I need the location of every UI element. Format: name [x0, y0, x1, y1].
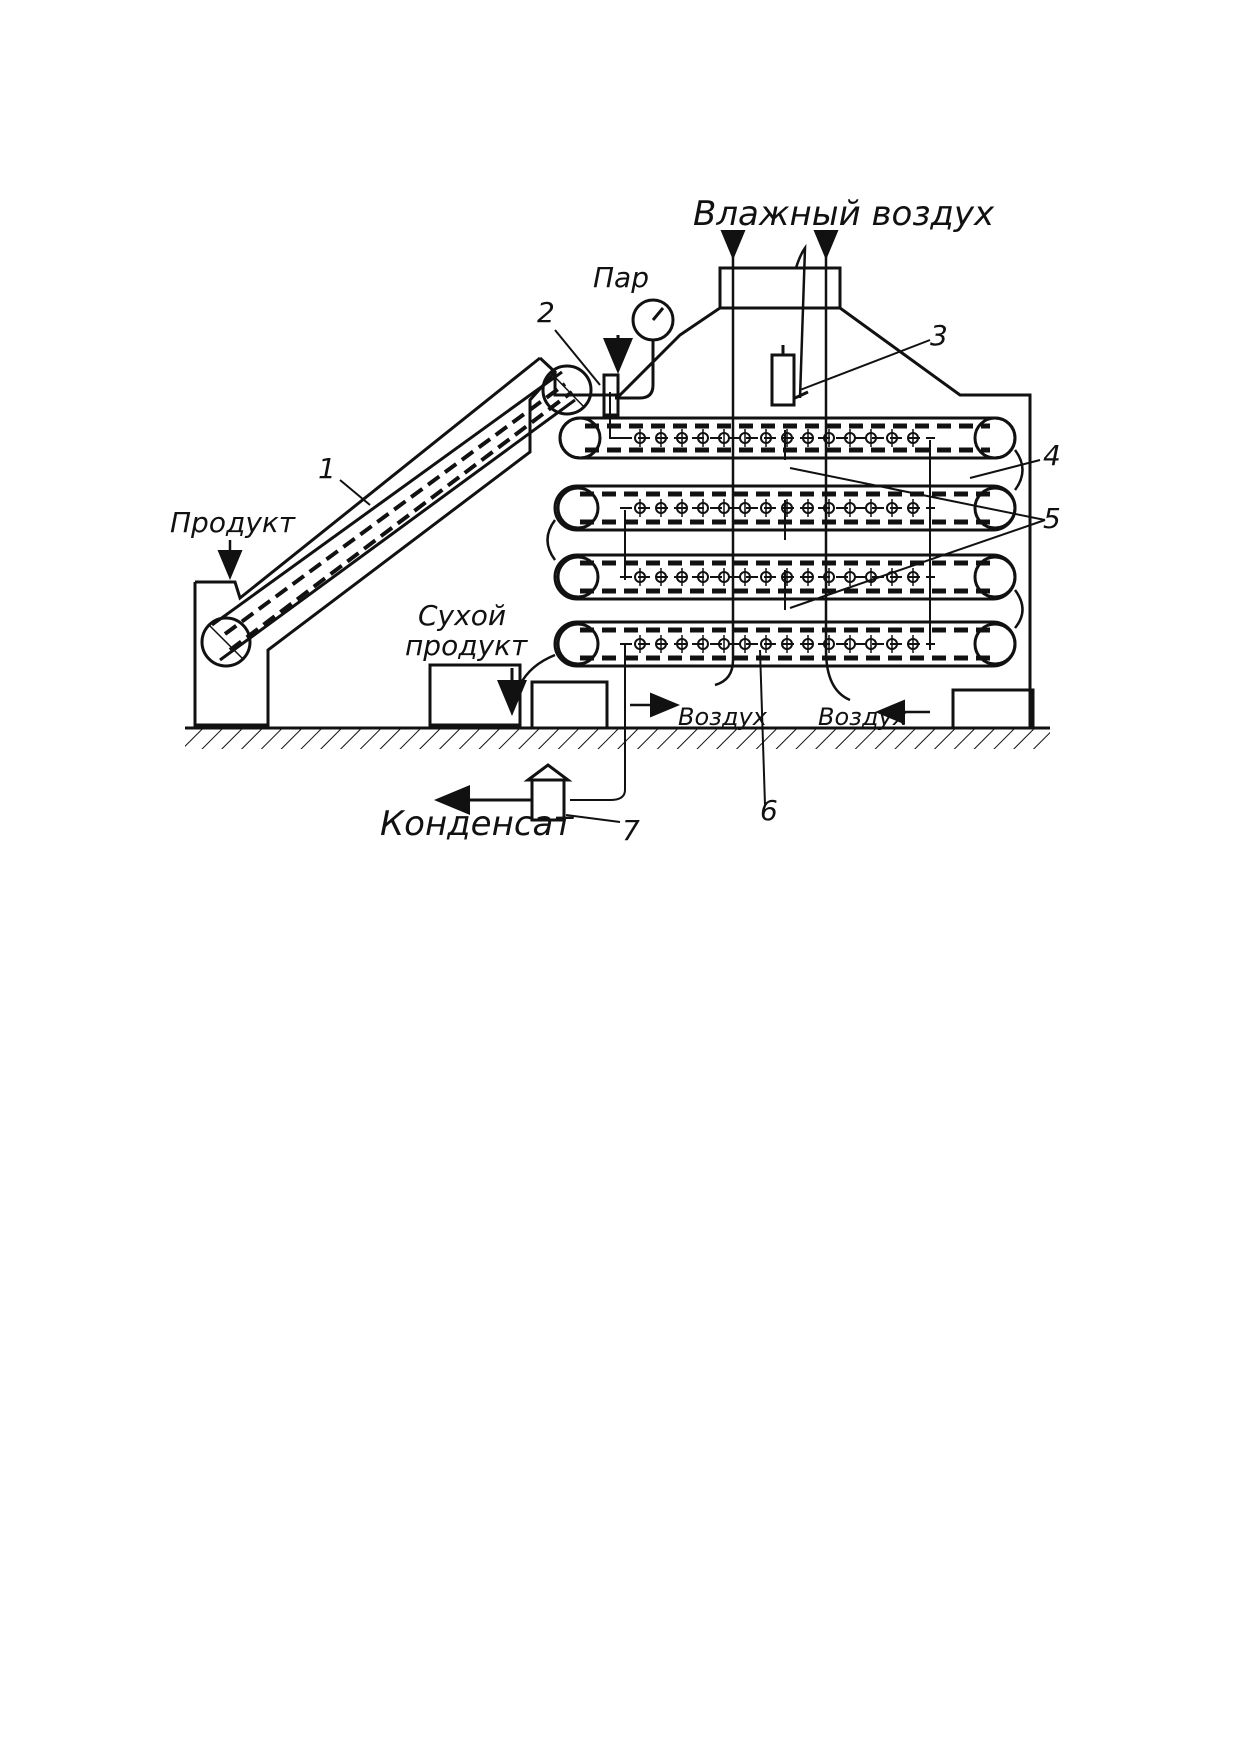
callout-1: 1 [318, 452, 336, 485]
label-product: Продукт [170, 506, 296, 539]
dry-product-bin [428, 663, 527, 727]
ground [185, 726, 1050, 749]
steam-inlet [602, 298, 675, 417]
label-air-left: Воздух [678, 703, 768, 731]
label-steam: Пар [593, 261, 649, 294]
callout-4: 4 [1043, 439, 1061, 472]
label-dry-product-2: продукт [405, 629, 528, 662]
callout-3: 3 [930, 319, 948, 352]
callout-6: 6 [760, 794, 778, 827]
air-inlet-arrows [630, 692, 930, 725]
condensate-trap [434, 763, 573, 822]
label-moist-air: Влажный воздух [693, 194, 995, 234]
callout-leaders [339, 329, 1046, 823]
belt-tier-4 [553, 620, 1017, 668]
labels: Влажный воздух Пар Продукт Сухой продукт… [170, 194, 1061, 847]
heater-nodes [634, 429, 919, 653]
label-dry-product-1: Сухой [418, 599, 506, 632]
dryer-housing [530, 266, 1035, 730]
loading-conveyor [193, 356, 593, 727]
label-air-right: Воздух [818, 703, 908, 731]
moist-air-arrows [714, 230, 851, 702]
belt-tier-1 [558, 416, 1017, 460]
label-condensate: Конденсат [380, 804, 574, 844]
callout-5: 5 [1043, 502, 1061, 535]
callout-2: 2 [537, 296, 555, 329]
thermometer [770, 345, 809, 407]
callout-7: 7 [622, 814, 640, 847]
